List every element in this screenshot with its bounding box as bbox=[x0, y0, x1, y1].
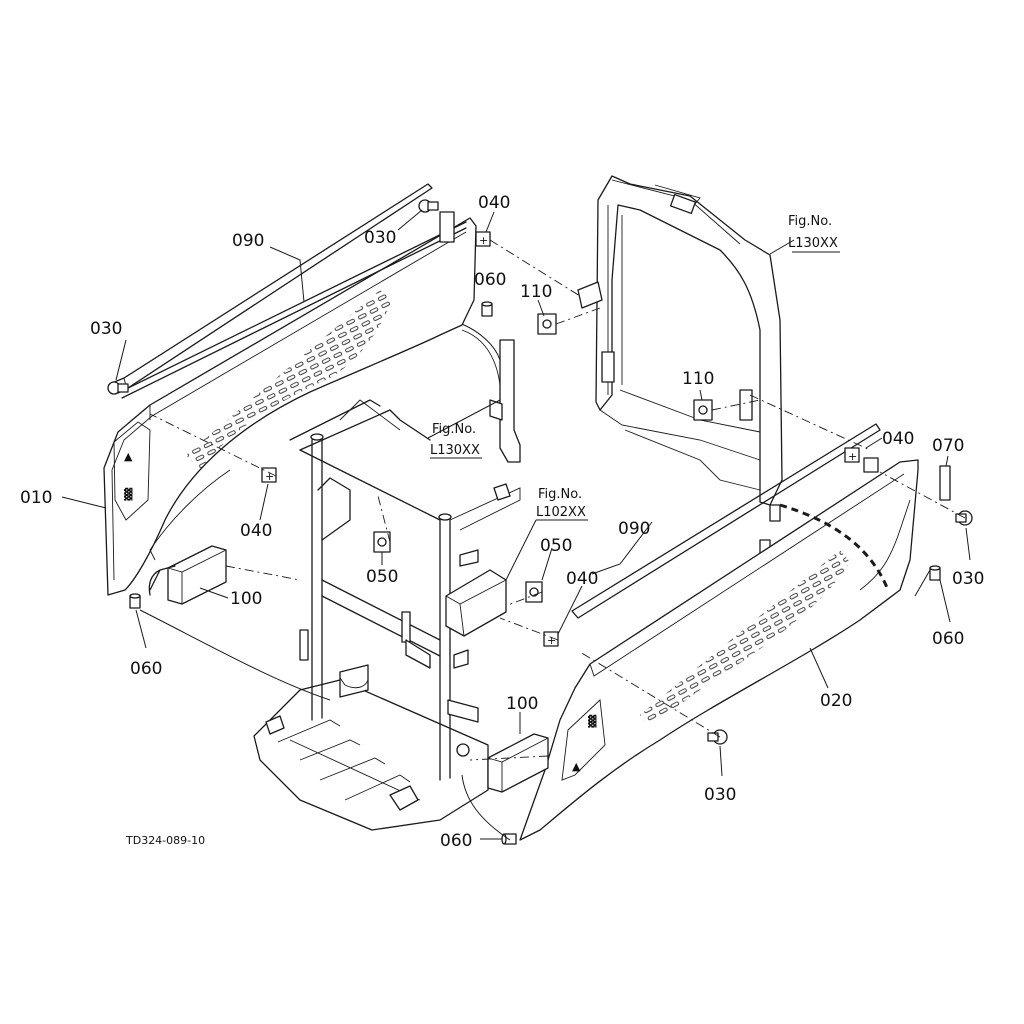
pin-060-c bbox=[929, 565, 941, 581]
callout-040-center: 040 bbox=[566, 569, 598, 589]
knob-030-c bbox=[955, 510, 973, 526]
fig-ref-1-caption: Fig.No. bbox=[788, 214, 832, 229]
callout-110-left: 110 bbox=[520, 282, 552, 302]
callout-040-left: 040 bbox=[240, 521, 272, 541]
fig-ref-2-caption: Fig.No. bbox=[432, 422, 476, 437]
svg-text:+: + bbox=[547, 634, 556, 647]
part-070 bbox=[939, 465, 951, 501]
plate-040-d: + bbox=[543, 631, 559, 647]
callout-060-top: 060 bbox=[474, 270, 506, 290]
callout-labels: 010 090 030 030 040 060 110 110 040 050 … bbox=[20, 193, 984, 851]
pin-060-a bbox=[481, 301, 493, 317]
callout-100-right: 100 bbox=[506, 694, 538, 714]
knob-030-d bbox=[707, 729, 728, 745]
fig-ref-3-number: L102XX bbox=[536, 505, 586, 520]
svg-text:▲: ▲ bbox=[572, 760, 581, 773]
pin-060-b bbox=[129, 593, 141, 609]
floor-frame bbox=[253, 399, 521, 831]
plate-040-b: + bbox=[261, 467, 277, 483]
svg-text:+: + bbox=[265, 470, 274, 483]
callout-090-right: 090 bbox=[618, 519, 650, 539]
callout-040-top: 040 bbox=[478, 193, 510, 213]
clip-050-b bbox=[525, 581, 543, 603]
clip-110-b bbox=[693, 399, 713, 421]
svg-text:+: + bbox=[479, 234, 488, 247]
hardware: + + + + bbox=[107, 199, 973, 845]
callout-060-bottom: 060 bbox=[440, 831, 472, 851]
right-side-cover: ▓ ▲ bbox=[519, 457, 919, 841]
rear-frame bbox=[595, 175, 783, 555]
callout-060-right: 060 bbox=[932, 629, 964, 649]
callout-110-right: 110 bbox=[682, 369, 714, 389]
callout-050-left: 050 bbox=[366, 567, 398, 587]
left-side-cover: ▲ ▓ bbox=[103, 211, 502, 596]
callout-060-left: 060 bbox=[130, 659, 162, 679]
leader-lines bbox=[139, 239, 966, 841]
clip-050-a bbox=[373, 531, 391, 553]
block-100-b bbox=[487, 733, 549, 793]
callout-030-right: 030 bbox=[952, 569, 984, 589]
drawing-code: TD324-089-10 bbox=[125, 834, 205, 847]
callout-100-left: 100 bbox=[230, 589, 262, 609]
clip-110-a bbox=[537, 313, 557, 335]
callout-030-top: 030 bbox=[364, 228, 396, 248]
callout-090-left: 090 bbox=[232, 231, 264, 251]
callout-030-left: 030 bbox=[90, 319, 122, 339]
right-top-seal bbox=[571, 423, 881, 619]
callout-010: 010 bbox=[20, 488, 52, 508]
plate-040-c: + bbox=[844, 447, 860, 463]
knob-030-b bbox=[107, 381, 129, 395]
svg-text:+: + bbox=[848, 450, 857, 463]
fig-ref-1-number: L130XX bbox=[788, 236, 838, 251]
svg-text:▓: ▓ bbox=[588, 714, 597, 728]
callout-040-right: 040 bbox=[882, 429, 914, 449]
callout-070: 070 bbox=[932, 436, 964, 456]
svg-text:▓: ▓ bbox=[124, 487, 133, 501]
plate-040-a: + bbox=[475, 231, 491, 247]
callout-leaders bbox=[61, 209, 971, 840]
knob-030-a bbox=[418, 199, 439, 213]
fig-ref-3-caption: Fig.No. bbox=[538, 487, 582, 502]
fig-ref-2-number: L130XX bbox=[430, 443, 480, 458]
svg-text:▲: ▲ bbox=[124, 450, 133, 463]
block-100-a bbox=[167, 545, 227, 605]
callout-030-bottom: 030 bbox=[704, 785, 736, 805]
figure-refs: Fig.No. L130XX Fig.No. L130XX Fig.No. L1… bbox=[430, 214, 838, 520]
callout-050-right: 050 bbox=[540, 536, 572, 556]
callout-020: 020 bbox=[820, 691, 852, 711]
